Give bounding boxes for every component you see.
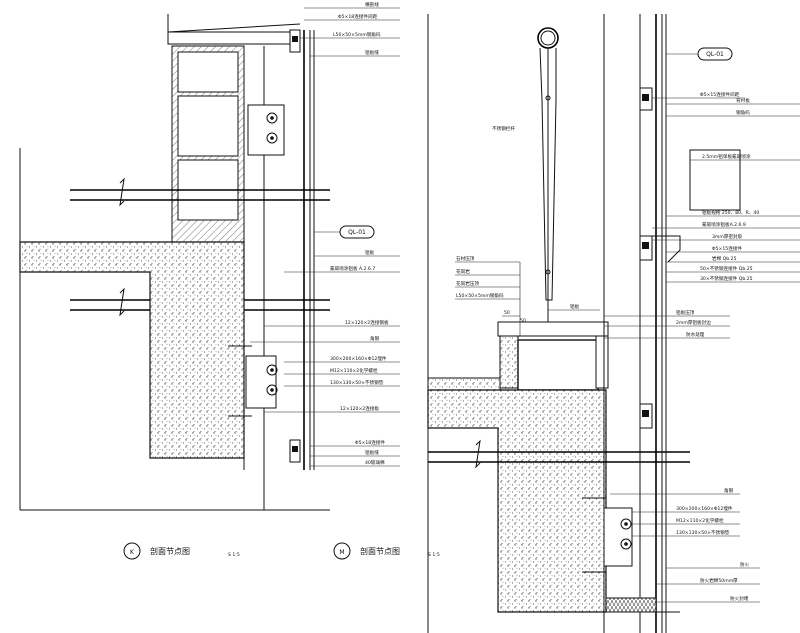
label-m-r-n: 防水处理 (686, 331, 705, 338)
detail-k-circle (123, 542, 141, 560)
detail-m: QL-01 不锈钢栏杆 石材压顶 花岗岩 花岗岩压顶 L50×50×5mm钢角码… (333, 14, 800, 633)
label-m-r-h: Φ5×15连接件 (712, 245, 742, 252)
leaders-m-right (604, 97, 800, 603)
label-k-top-c: L50×50×5mm钢角码 (333, 31, 381, 38)
leaders-m-left (455, 261, 600, 336)
label-k-mid-a: 铝板 (365, 249, 375, 256)
label-m-left-b: 花岗岩 (456, 268, 470, 275)
detail-k: QL-01 横剖线 Φ5×18连接件间距 L50×50×5mm钢角码 铝板缝 铝… (19, 1, 400, 560)
label-m-plate: 铝板 (570, 303, 580, 310)
label-k-top-d: 铝板缝 (365, 49, 379, 56)
panel-ref-k: QL-01 (348, 229, 366, 236)
detail-m-title: 剖面节点图 (360, 546, 400, 556)
label-m-r-l: 铝板压顶 (676, 309, 695, 316)
detail-m-circle (333, 542, 351, 560)
label-m-r-b: 背衬板 (736, 97, 750, 104)
label-m-r-f: 氟碳喷涂铝板A.2.6.9 (702, 221, 746, 228)
label-k-anc-d: M12×110×2化学螺栓 (330, 367, 378, 374)
label-m-r-e: 铝板规格 250、80、R、40 (702, 209, 759, 216)
label-k-bot-c: 40玻璃棉 (365, 459, 385, 466)
label-m-r-r: 130×130×50×不锈钢垫 (676, 529, 730, 536)
label-m-r-m: 2mm厚铝板封边 (676, 319, 711, 326)
concrete-slab-k (19, 241, 245, 459)
label-m-r-i: 岩棉 Qb.25 (712, 255, 737, 262)
detail-k-scale: S 1:5 (228, 552, 240, 558)
label-m-r-q: M12×110×2化学螺栓 (676, 517, 724, 524)
label-k-mid-b: 氟碳喷涂铝板 A.2.6.7 (330, 265, 375, 272)
label-k-bot-a: Φ5×18连接件 (355, 439, 385, 446)
label-k-anc-a: 12×120×2连接钢板 (345, 319, 389, 326)
label-m-left-d: L50×50×5mm钢角码 (456, 292, 504, 299)
label-m-r-u: 防火封堵 (730, 595, 749, 602)
label-k-anc-e: 130×130×50×不锈钢垫 (330, 379, 384, 386)
label-k-anc-b: 角钢 (370, 335, 380, 342)
label-m-r-c: 钢角码 (736, 109, 750, 116)
label-k-top-b: Φ5×18连接件间距 (338, 13, 378, 20)
label-m-left-c: 花岗岩压顶 (456, 280, 479, 287)
upper-step-m (427, 377, 501, 391)
detail-m-letter: M (339, 549, 344, 556)
label-k-top-a: 横剖线 (365, 1, 379, 8)
label-m-r-o: 角钢 (724, 487, 734, 494)
fire-wool (605, 597, 657, 613)
concrete-slab-m (427, 389, 607, 613)
label-m-r-a: Φ5×15连接件间距 (700, 91, 740, 98)
label-m-dim-b: 50 (520, 318, 526, 324)
label-m-r-t: 防火岩棉50mm厚 (700, 577, 738, 584)
label-m-dim-a: 50 (504, 310, 510, 316)
label-m-r-p: 300×200×160×Φ12埋件 (676, 505, 733, 512)
detail-k-letter: K (130, 549, 135, 556)
label-m-r-j: 50×不锈钢连接件 Qb.25 (700, 265, 753, 272)
label-m-r-s: 防火 (740, 561, 750, 568)
panel-ref-m: QL-01 (706, 51, 724, 58)
label-m-rail: 不锈钢栏杆 (492, 125, 515, 132)
label-k-bot-b: 铝板缝 (365, 449, 379, 456)
label-k-anc-f: 12×120×2连接板 (340, 405, 379, 412)
label-m-r-d: 2.5mm铝单板氟碳喷涂 (702, 153, 751, 160)
detail-k-title: 剖面节点图 (150, 546, 190, 556)
label-k-anc-c: 300×200×160×Φ12埋件 (330, 355, 387, 362)
label-m-left-a: 石材压顶 (456, 255, 475, 262)
label-m-r-g: 3mm厚密封胶 (712, 233, 743, 240)
detail-m-scale: S 1:5 (428, 552, 440, 558)
leaders-k (250, 7, 400, 467)
label-m-r-k: 30×不锈钢连接件 Qb.25 (700, 275, 753, 282)
